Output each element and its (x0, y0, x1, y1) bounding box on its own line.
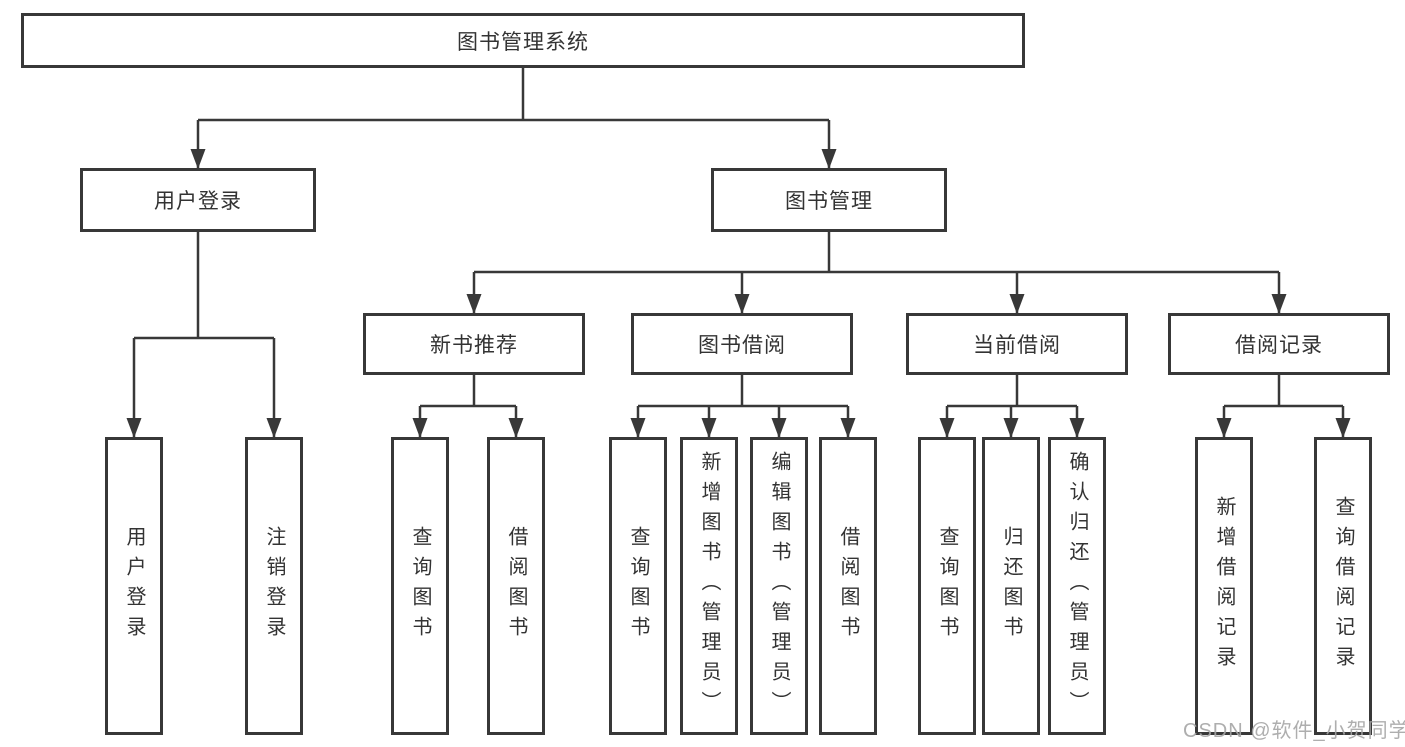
leaf-return-books: 归还图书 (982, 437, 1040, 735)
node-user-login: 用户登录 (80, 168, 316, 232)
leaf-borrow-books-2: 借阅图书 (819, 437, 877, 735)
leaf-logout: 注销登录 (245, 437, 303, 735)
csdn-watermark: CSDN @软件_小贺同学 (1183, 720, 1405, 742)
leaf-query-books-2: 查询图书 (609, 437, 667, 735)
node-current-borrow: 当前借阅 (906, 313, 1128, 375)
node-borrow-records: 借阅记录 (1168, 313, 1390, 375)
node-root-library-system: 图书管理系统 (21, 13, 1025, 68)
leaf-add-borrow-record: 新增借阅记录 (1195, 437, 1253, 735)
leaf-user-login: 用户登录 (105, 437, 163, 735)
node-new-book-recommend: 新书推荐 (363, 313, 585, 375)
node-book-borrow: 图书借阅 (631, 313, 853, 375)
leaf-confirm-return-admin: 确认归还（管理员） (1048, 437, 1106, 735)
leaf-edit-books-admin: 编辑图书（管理员） (750, 437, 808, 735)
leaf-borrow-books-1: 借阅图书 (487, 437, 545, 735)
leaf-query-books-3: 查询图书 (918, 437, 976, 735)
leaf-add-books-admin: 新增图书（管理员） (680, 437, 738, 735)
leaf-query-borrow-record: 查询借阅记录 (1314, 437, 1372, 735)
leaf-query-books-1: 查询图书 (391, 437, 449, 735)
node-book-management: 图书管理 (711, 168, 947, 232)
